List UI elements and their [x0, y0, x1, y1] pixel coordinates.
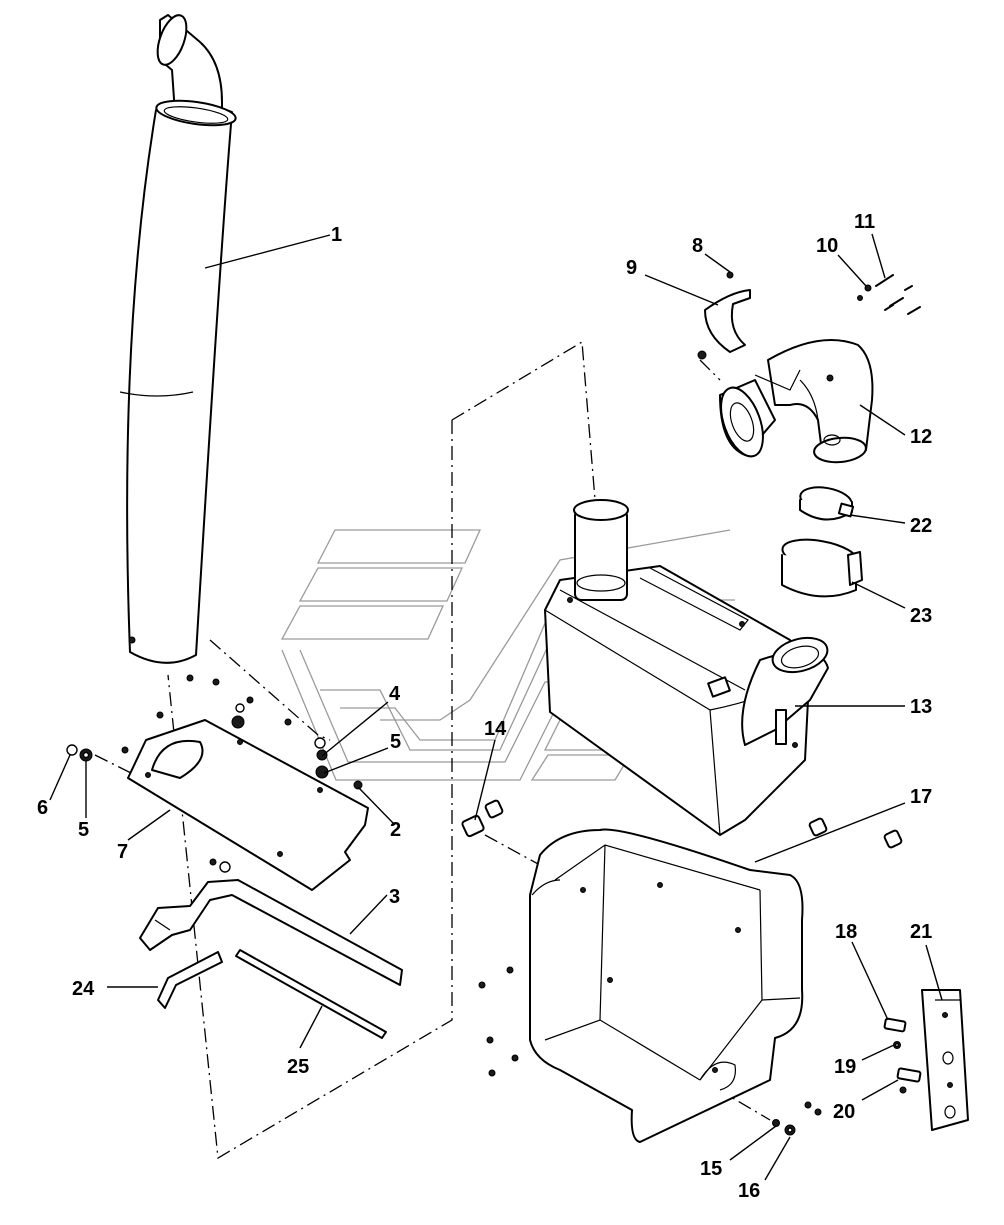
spacers: [461, 799, 903, 849]
callout-4: 4: [389, 683, 401, 705]
callout-22: 22: [910, 515, 932, 537]
callout-19: 19: [834, 1056, 856, 1078]
pipe-clamp: [799, 486, 855, 521]
callout-15: 15: [700, 1158, 722, 1180]
callout-25: 25: [287, 1056, 309, 1078]
bottom-nuts: [772, 1101, 822, 1136]
callout-13: 13: [910, 696, 932, 718]
callout-2: 2: [390, 819, 401, 841]
callout-9: 9: [626, 257, 637, 279]
heat-shield: [529, 828, 804, 1143]
exhaust-stack-pipe: [119, 14, 237, 664]
band-clamp: [781, 538, 863, 598]
callout-24: 24: [72, 978, 95, 1000]
callout-1: 1: [331, 224, 342, 246]
small-bracket: [157, 951, 223, 1009]
callout-23: 23: [910, 605, 932, 627]
callout-14: 14: [484, 718, 507, 740]
plate-fasteners: [66, 674, 519, 1077]
callout-5-upper: 5: [390, 731, 401, 753]
side-bracket: [883, 989, 969, 1131]
callout-12: 12: [910, 426, 932, 448]
leader-lines: [49, 233, 943, 1181]
callout-10: 10: [816, 235, 838, 257]
strap-bracket: [697, 271, 751, 360]
callout-20: 20: [833, 1101, 855, 1123]
seal-strip: [235, 949, 387, 1039]
support-bracket: [139, 879, 403, 986]
callout-16: 16: [738, 1180, 760, 1202]
callout-21: 21: [910, 921, 932, 943]
callout-18: 18: [835, 921, 857, 943]
callout-6: 6: [37, 797, 48, 819]
assembly-centerlines: [94, 340, 771, 1160]
callout-8: 8: [692, 235, 703, 257]
elbow-pipe: [719, 339, 874, 464]
callout-3: 3: [389, 886, 400, 908]
callout-11: 11: [854, 211, 875, 233]
callout-17: 17: [910, 786, 932, 808]
muffler: [544, 499, 829, 836]
callout-5-left: 5: [78, 819, 89, 841]
callout-7: 7: [117, 841, 128, 863]
callout-labels: 1 2 3 4 5 5 6 7 8 9 10 11 12 13 14 15 16…: [37, 211, 932, 1202]
mounting-plate: [127, 719, 369, 891]
flange-bolts: [857, 274, 921, 315]
